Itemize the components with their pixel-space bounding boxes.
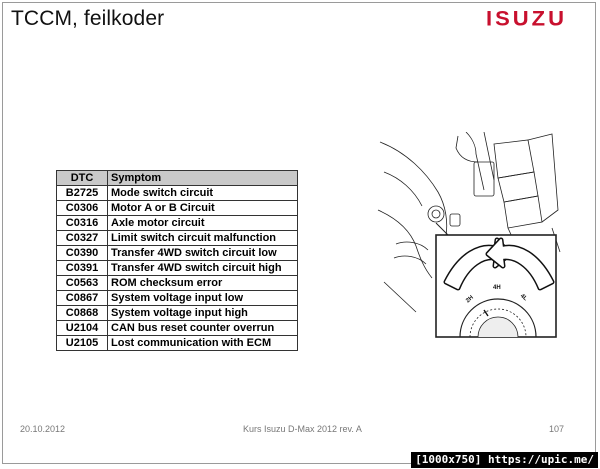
symptom-cell: System voltage input low xyxy=(107,290,298,306)
dtc-code-cell: C0390 xyxy=(56,245,108,261)
symptom-cell: System voltage input high xyxy=(107,305,298,321)
table-header-row: DTC Symptom xyxy=(56,170,298,186)
symptom-cell: Axle motor circuit xyxy=(107,215,298,231)
dtc-code-cell: C0327 xyxy=(56,230,108,246)
center-console-drawing xyxy=(377,132,561,313)
dial-label-4l: 4L xyxy=(519,293,528,302)
footer-date: 20.10.2012 xyxy=(20,424,66,434)
dtc-code-cell: U2105 xyxy=(56,335,108,351)
dtc-code-cell: U2104 xyxy=(56,320,108,336)
dtc-code-cell: B2725 xyxy=(56,185,108,201)
dtc-code-cell: C0316 xyxy=(56,215,108,231)
dtc-code-cell: C0867 xyxy=(56,290,108,306)
slide-title: TCCM, feilkoder xyxy=(11,7,165,30)
mode-dial: 2H 4H 4L xyxy=(459,285,537,338)
dtc-code-cell: C0563 xyxy=(56,275,108,291)
watermark: [1000x750] https://upic.me/ xyxy=(411,452,598,468)
symptom-cell: ROM checksum error xyxy=(107,275,298,291)
mode-switch-diagram: 2H 4H 4L xyxy=(377,132,561,338)
rotation-arrows xyxy=(443,237,555,291)
symptom-cell: Motor A or B Circuit xyxy=(107,200,298,216)
symptom-cell: CAN bus reset counter overrun xyxy=(107,320,298,336)
dtc-code-cell: C0391 xyxy=(56,260,108,276)
footer-course: Kurs Isuzu D-Max 2012 rev. A xyxy=(243,424,362,434)
isuzu-logo: ISUZU xyxy=(486,6,567,31)
symptom-cell: Mode switch circuit xyxy=(107,185,298,201)
footer-page-number: 107 xyxy=(549,424,565,434)
symptom-cell: Limit switch circuit malfunction xyxy=(107,230,298,246)
dial-label-2h: 2H xyxy=(465,295,475,305)
dial-label-4h: 4H xyxy=(493,285,501,291)
detail-pointer-line xyxy=(435,222,449,236)
dtc-code-cell: C0868 xyxy=(56,305,108,321)
column-header-symptom: Symptom xyxy=(107,170,298,186)
symptom-cell: Transfer 4WD switch circuit low xyxy=(107,245,298,261)
dtc-code-cell: C0306 xyxy=(56,200,108,216)
symptom-cell: Lost communication with ECM xyxy=(107,335,298,351)
column-header-dtc: DTC xyxy=(56,170,108,186)
symptom-cell: Transfer 4WD switch circuit high xyxy=(107,260,298,276)
